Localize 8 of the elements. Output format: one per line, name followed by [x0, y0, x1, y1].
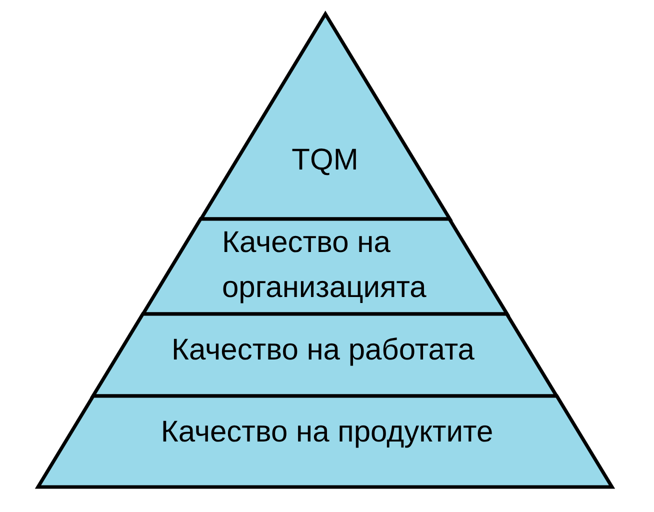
tier-label: Качество на продуктите — [160, 414, 494, 450]
tier-label: Качество на работата — [172, 332, 474, 368]
pyramid-tier — [91, 312, 559, 398]
tier-label: TQM — [292, 142, 358, 178]
pyramid-tier — [140, 217, 510, 316]
pyramid-apex — [198, 12, 452, 221]
pyramid-tier — [36, 394, 614, 489]
tier-label: Качество на организацията — [222, 225, 428, 306]
